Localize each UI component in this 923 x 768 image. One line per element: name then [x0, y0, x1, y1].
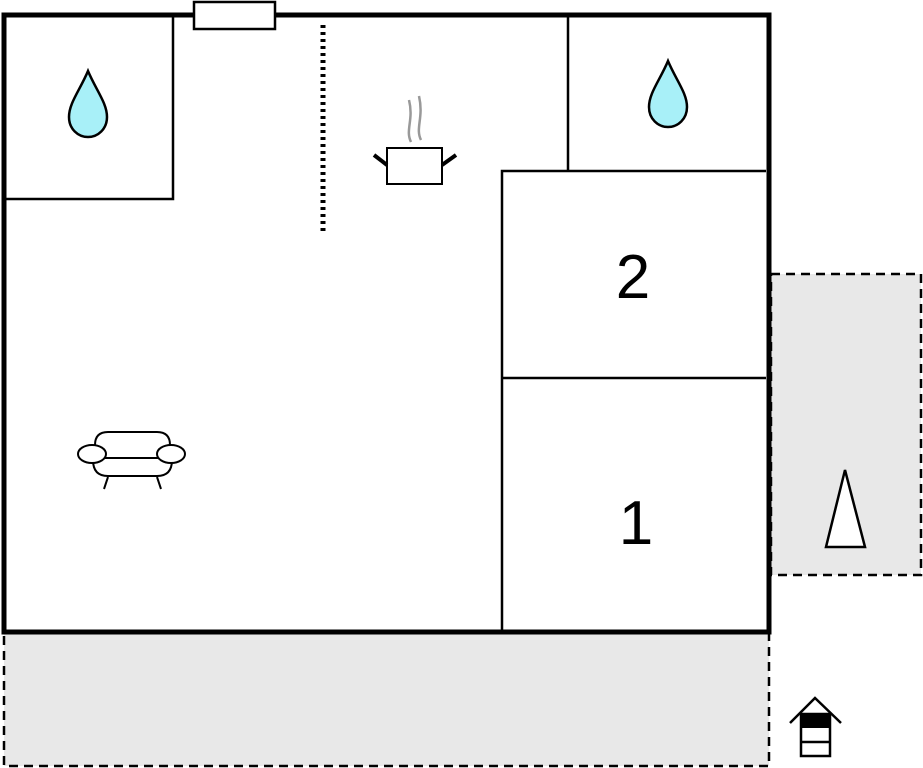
interior-walls: [4, 15, 766, 632]
tree-icon: [824, 469, 867, 549]
water-drop-icon: [647, 57, 689, 129]
water-drop-icon: [67, 67, 109, 139]
outer-wall: [1, 12, 772, 635]
window: [192, 0, 277, 31]
room-label-1: 1: [619, 489, 653, 558]
sofa-icon: [77, 431, 186, 490]
house-entrance-icon: [789, 696, 842, 758]
room-label-2: 2: [616, 243, 650, 312]
cooking-pot-icon: [372, 95, 458, 185]
terrace-bottom: [2, 630, 771, 768]
